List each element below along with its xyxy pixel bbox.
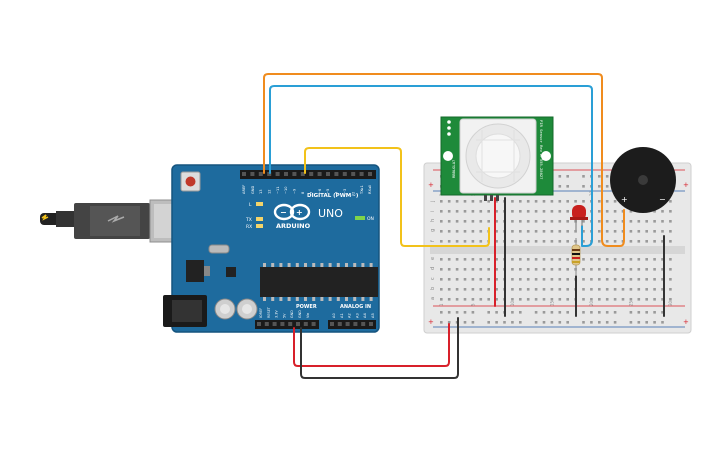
row-letter: g	[430, 229, 436, 232]
svg-text:+: +	[296, 208, 303, 217]
pir-left-text: RBBLGLA7	[451, 160, 456, 178]
analog-pin-label: A1	[340, 313, 344, 318]
analog-pin-label: A0	[332, 313, 336, 318]
column-number: 25	[629, 300, 634, 306]
analog-pin-label: A4	[363, 313, 367, 318]
piezo-buzzer: + −	[610, 147, 676, 213]
power-pin-label: 5V	[282, 313, 286, 318]
row-letter: f	[430, 240, 436, 242]
yellow-wire	[304, 147, 490, 247]
digital-label: DIGITAL (PWM~)	[307, 193, 359, 199]
analog-pin-label: A5	[371, 313, 375, 318]
tx-led-label: TX	[245, 217, 252, 223]
arduino-logo: − +	[273, 203, 311, 221]
column-number: 20	[589, 300, 594, 306]
row-letter: c	[430, 277, 436, 280]
power-pin-label: RESET	[267, 306, 271, 318]
arduino-board: − + ARDUINO UNO ON L TX RX DIGITAL (PWM~…	[163, 164, 380, 333]
column-number: 30	[668, 300, 673, 306]
power-pin-label: IOREF	[259, 308, 263, 318]
on-label: ON	[367, 216, 374, 222]
digital-pin-label: RX◂0	[368, 184, 372, 194]
power-header	[255, 320, 319, 329]
gnd-pin-label: GND	[251, 186, 255, 194]
column-number: 10	[510, 300, 515, 306]
power-pin-label: GND	[290, 310, 294, 318]
pir-sensor: RBBLGLA7 PIR Sensor Rev B 555-28027	[440, 116, 554, 201]
svg-text:+: +	[428, 181, 434, 189]
power-pin-label: 3.3V	[275, 310, 279, 318]
row-letter: h	[430, 219, 436, 222]
column-number: 15	[550, 300, 555, 306]
analog-pin-label: A2	[348, 313, 352, 318]
l-led-label: L	[249, 202, 252, 208]
row-letter: e	[430, 257, 436, 260]
analog-header	[328, 320, 376, 329]
digital-pin-label: ~11	[276, 186, 280, 194]
digital-pin-label: 12	[267, 189, 271, 194]
resistor	[571, 238, 581, 276]
digital-pin-label: ~5	[326, 189, 330, 194]
digital-pin-label: ~10	[284, 186, 288, 194]
column-number: 5	[471, 303, 476, 306]
buzzer-plus-label: +	[621, 195, 628, 204]
svg-text:+: +	[683, 181, 689, 189]
digital-pin-label: ~6	[318, 188, 322, 194]
svg-text:−: −	[280, 208, 287, 217]
red-led	[570, 205, 588, 230]
power-label: POWER	[296, 304, 317, 310]
blue-wire	[269, 85, 593, 247]
orange-wire	[263, 73, 625, 247]
digital-header	[240, 170, 376, 179]
rx-led-label: RX	[246, 224, 252, 230]
wires	[263, 73, 665, 379]
column-number: 1	[439, 303, 444, 306]
row-letter: j	[430, 201, 436, 203]
digital-pin-label: ~9	[293, 188, 297, 194]
power-pin-label: Vin	[306, 313, 310, 318]
digital-pin-label: 2	[351, 192, 355, 194]
brand-label: ARDUINO	[276, 222, 311, 230]
svg-text:+: +	[683, 318, 689, 326]
analog-pin-label: A3	[355, 313, 359, 318]
svg-text:+: +	[428, 318, 434, 326]
model-label: UNO	[318, 207, 343, 220]
digital-pin-label: TX▸1	[360, 185, 364, 195]
row-letter: a	[430, 297, 436, 300]
analog-label: ANALOG IN	[340, 304, 371, 310]
digital-pin-label: 4	[335, 191, 339, 194]
digital-pin-label: 13	[259, 189, 263, 194]
digital-pin-label: ~3	[343, 189, 347, 194]
red-wire-5v	[293, 323, 450, 367]
row-letter: i	[430, 211, 436, 212]
aref-pin-label: AREF	[242, 185, 246, 194]
buzzer-minus-label: −	[659, 195, 666, 204]
black-wire-gnd	[300, 317, 459, 379]
power-pin-label: GND	[298, 310, 302, 318]
atmega-chip	[260, 267, 378, 297]
row-letter: d	[430, 267, 436, 270]
row-letter: b	[430, 287, 436, 290]
digital-pin-label: 8	[301, 191, 305, 194]
pir-right-text: PIR Sensor Rev B 555-28027	[539, 120, 544, 179]
digital-pin-label: 7	[309, 192, 313, 194]
